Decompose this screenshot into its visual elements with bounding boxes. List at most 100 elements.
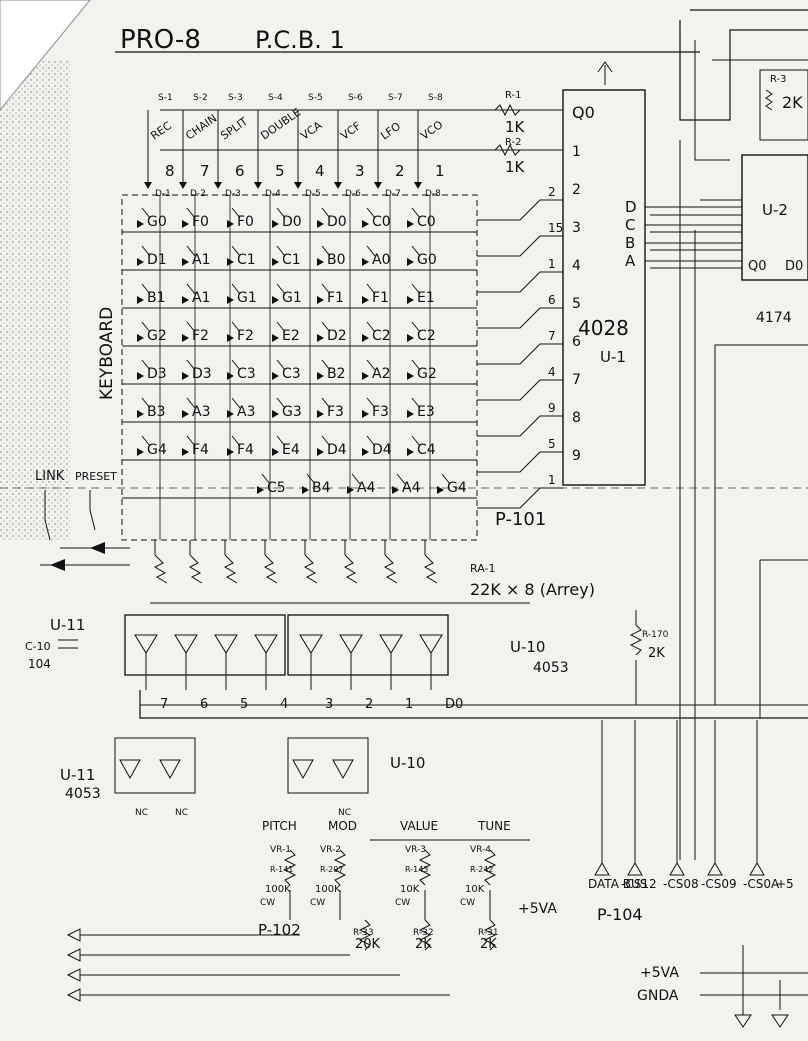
diode-label: D-3: [225, 189, 241, 199]
resistor-array: [150, 540, 530, 604]
array-resistor: [223, 554, 238, 584]
key-diode: [347, 486, 354, 494]
u1-input-label: B: [625, 234, 635, 252]
key-switch: [396, 473, 406, 485]
key-switch: [441, 473, 451, 485]
key-note-label: F3: [372, 404, 389, 420]
bus-connector: [749, 862, 765, 876]
key-switch: [141, 245, 151, 257]
array-resistor: [423, 554, 438, 584]
row-to-u1-wire: [477, 235, 563, 257]
digit-label: 2: [395, 162, 405, 180]
key-switch: [321, 321, 331, 333]
key-switch: [276, 283, 286, 295]
key-note-label: D3: [192, 366, 212, 382]
bus-signal-label: -CS0A: [743, 877, 780, 891]
nc-1: NC: [135, 808, 148, 818]
cw-label: CW: [395, 898, 410, 908]
r1-value: 1K: [505, 118, 526, 136]
key-switch: [186, 359, 196, 371]
key-diode: [362, 410, 369, 418]
key-diode: [362, 220, 369, 228]
connector-arrow: [66, 988, 81, 1002]
key-note-label: F4: [192, 442, 209, 458]
page-title: PRO-8: [120, 25, 201, 55]
key-diode: [317, 372, 324, 380]
key-note-label: D0: [282, 214, 302, 230]
r170-label: R-170: [642, 630, 669, 640]
key-switch: [141, 435, 151, 447]
digit-label: 1: [435, 162, 445, 180]
array-resistor: [343, 554, 358, 584]
pot-resistor-value: 20K: [355, 937, 381, 952]
p102-label: P-102: [258, 921, 301, 939]
key-switch: [411, 207, 421, 219]
key-switch: [366, 283, 376, 295]
u11-lower: [114, 737, 196, 794]
key-diode: [317, 448, 324, 456]
diode-symbol: [144, 182, 152, 189]
key-switch: [411, 245, 421, 257]
key-note-label: F0: [192, 214, 209, 230]
bus-connector: [707, 862, 723, 876]
u1-pin-label: 6: [572, 334, 581, 350]
r2-value: 1K: [505, 158, 526, 176]
u1-pin-label: 5: [572, 296, 581, 312]
p104-signals: DATA BUS-CS12-CS08-CS09-CS0A+5: [588, 720, 794, 891]
key-switch: [186, 321, 196, 333]
key-diode: [227, 410, 234, 418]
pot-resistor-value: 2K: [415, 937, 432, 952]
cw-label: CW: [310, 898, 325, 908]
key-diode: [272, 448, 279, 456]
supply-label: +5VA: [518, 901, 557, 917]
preset-label: PRESET: [75, 470, 117, 483]
key-switch: [276, 397, 286, 409]
key-note-label: F2: [192, 328, 209, 344]
supply-bottom-label: +5VA: [640, 965, 679, 981]
u1-chip: [562, 89, 646, 486]
pot-ref: R-141: [270, 865, 293, 874]
digit-label: 6: [235, 162, 245, 180]
key-switch: [321, 283, 331, 295]
key-switch: [276, 321, 286, 333]
connector-arrow: [66, 948, 81, 962]
key-diode: [272, 220, 279, 228]
switch-label: S-2: [193, 93, 208, 103]
function-label: SPLIT: [218, 115, 250, 143]
u1-input-pin-number: 15: [548, 221, 563, 235]
pot-name: VR-4: [470, 845, 491, 855]
digit-label: 8: [165, 162, 175, 180]
scan-smudge: [0, 60, 70, 540]
key-switch: [261, 473, 271, 485]
u1-input-pin-number: 6: [548, 293, 556, 307]
key-note-label: D4: [372, 442, 392, 458]
c10-value: 104: [28, 657, 51, 671]
u1-input-pin-number: 7: [548, 329, 556, 343]
row-to-u1-wire: [477, 451, 563, 473]
function-label: VCA: [298, 118, 324, 142]
key-diode: [227, 220, 234, 228]
u2-name: U-2: [762, 201, 788, 219]
buffer-triangle: [134, 634, 158, 654]
key-diode: [227, 334, 234, 342]
key-note-label: B4: [312, 480, 331, 496]
key-note-label: C3: [282, 366, 301, 382]
pot-value: 100K: [265, 884, 291, 895]
u2-q0: Q0: [748, 259, 767, 274]
array-resistor: [188, 554, 203, 584]
diode-label: D-6: [345, 189, 361, 199]
function-label: VCO: [418, 118, 445, 143]
diode-label: D-8: [425, 189, 441, 199]
key-diode: [137, 296, 144, 304]
pot-value: 100K: [315, 884, 341, 895]
key-diode: [362, 372, 369, 380]
key-note-label: C0: [372, 214, 391, 230]
u2-d0: D0: [785, 259, 803, 274]
key-note-label: D1: [147, 252, 167, 268]
key-note-label: A0: [372, 252, 390, 268]
buffer-triangle: [254, 634, 278, 654]
